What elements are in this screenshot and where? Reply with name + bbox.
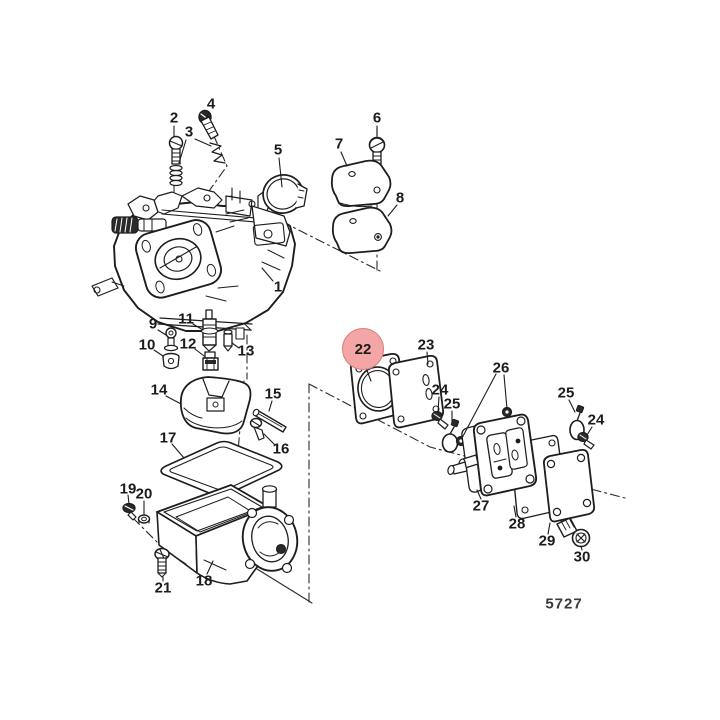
screw-part-2 [168,135,184,165]
cover-plate-part-8 [331,206,393,255]
cover-plate-part-7 [330,159,392,208]
nozzle-part-11 [201,309,218,352]
leader-line-18 [206,560,214,575]
part-label-15-14[interactable]: 15 [264,385,282,403]
part-label-24-27[interactable]: 24 [587,411,605,429]
float-bowl-part-18 [156,484,299,585]
leader-line-29 [547,522,551,535]
part-label-13-12[interactable]: 13 [237,342,255,360]
part-label-25-26[interactable]: 25 [557,384,575,402]
part-label-7-6[interactable]: 7 [334,135,344,153]
spring-part-3b [209,142,226,164]
part-label-21-20[interactable]: 21 [154,579,172,597]
part-label-4-3[interactable]: 4 [206,95,216,113]
leader-line-8 [387,204,398,217]
leader-line-23 [426,351,429,365]
leader-line-9 [157,329,167,336]
part-label-8-7[interactable]: 8 [395,189,405,207]
part-label-6-5[interactable]: 6 [372,109,382,127]
spring-part-3a [169,164,183,187]
part-label-5-4[interactable]: 5 [273,141,283,159]
valve-part-9 [163,327,179,352]
screw-part-4 [198,109,219,140]
main-jet-part-12 [202,351,219,371]
leader-line-4 [205,111,210,119]
part-label-14-13[interactable]: 14 [150,381,168,399]
part-label-10-9[interactable]: 10 [138,336,156,354]
part-label-29-30[interactable]: 29 [538,532,556,550]
part-label-17-16[interactable]: 17 [159,429,177,447]
part-label-28-29[interactable]: 28 [508,515,526,533]
part-label-30-31[interactable]: 30 [573,548,591,566]
leader-line-28 [513,505,517,518]
leader-line-19 [127,494,130,505]
screw-part-19 [122,502,137,521]
leader-line-22 [365,367,372,382]
leader-line-5 [278,157,283,188]
bracket-line [256,568,313,604]
needle-part-13 [223,329,233,352]
gasket-part-5 [262,174,308,214]
fuel-pump-body-part-27 [447,413,538,497]
part-label-16-15[interactable]: 16 [272,440,290,458]
leader-line-15 [268,400,273,412]
leader-line-10 [153,349,164,357]
leader-line-26 [461,373,497,439]
float-part-14 [179,376,252,435]
part-label-26-25[interactable]: 26 [492,359,510,377]
leader-lines [127,111,593,582]
diagram-code: 5727 [545,595,583,613]
part-label-22-21[interactable]: 22 [342,328,384,370]
leader-line-13 [231,342,240,349]
screw-part-21 [154,547,170,578]
seat-part-10 [162,352,180,370]
leader-line-14 [165,395,182,405]
leader-line-30 [580,545,583,551]
washer-part-20 [137,514,151,524]
part-label-24-23[interactable]: 24 [431,381,449,399]
leader-line-11 [192,323,204,331]
leader-line-24 [586,426,593,436]
screw-part-16 [249,417,265,441]
pump-plate-part-29 [542,448,596,523]
leader-line-27 [476,489,482,500]
part-label-20-19[interactable]: 20 [135,485,153,503]
screw-part-30 [556,517,591,548]
leader-line-26 [503,374,508,410]
part-label-9-8[interactable]: 9 [148,315,158,333]
part-label-3-2[interactable]: 3 [184,123,194,141]
part-label-25-24[interactable]: 25 [443,395,461,413]
part-label-12-11[interactable]: 12 [179,335,197,353]
leader-line-16 [263,433,276,446]
leader-line-17 [171,443,185,459]
leader-line-3 [194,138,212,147]
screw-part-24-left [431,410,449,430]
leader-line-7 [340,151,348,167]
leader-line-12 [194,348,205,357]
part-label-18-17[interactable]: 18 [195,572,213,590]
check-valve-part-25-right [569,404,585,441]
part-label-27-28[interactable]: 27 [472,497,490,515]
part-label-23-22[interactable]: 23 [417,336,435,354]
leader-line-1 [261,267,274,282]
leader-line-24 [437,396,440,413]
screw-part-24-right [577,431,595,450]
part-label-2-1[interactable]: 2 [169,109,179,127]
pump-diaphragm-part-23 [387,354,445,429]
part-label-11-10[interactable]: 11 [178,310,194,328]
leader-line-25 [568,399,576,413]
hinge-pin-part-15 [252,408,287,433]
part-label-1-0[interactable]: 1 [273,278,283,296]
carburetor-body-part-1 [91,187,296,344]
leader-line-3 [178,139,187,164]
part-label-19-18[interactable]: 19 [119,480,137,498]
